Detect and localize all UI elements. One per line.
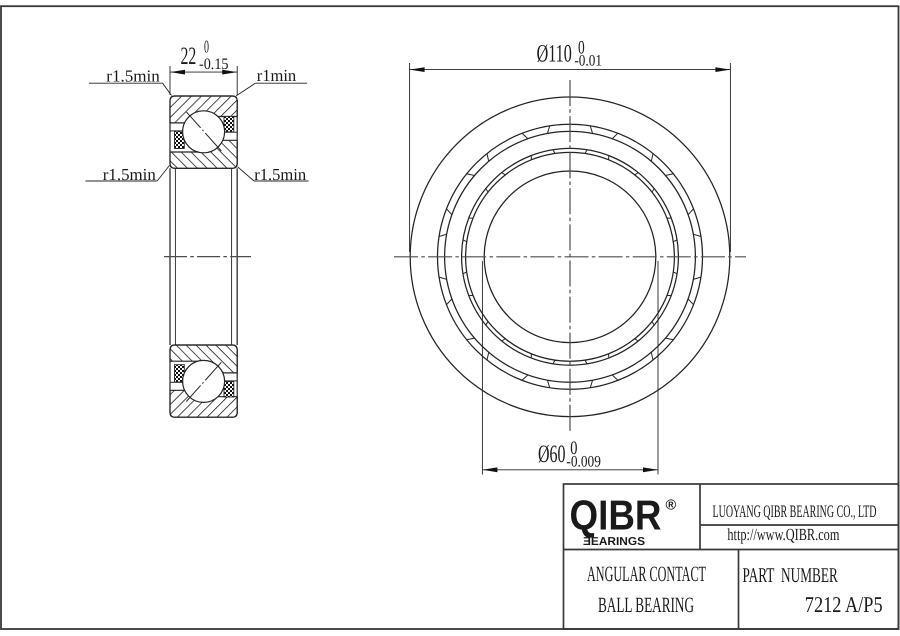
svg-text:0: 0 (578, 38, 585, 59)
svg-text:r1.5min: r1.5min (106, 66, 160, 85)
svg-text:r1.5min: r1.5min (254, 165, 307, 184)
svg-text:r1min: r1min (257, 66, 297, 85)
svg-text:0: 0 (204, 37, 209, 57)
svg-text:BALL BEARING: BALL BEARING (598, 593, 694, 617)
svg-text:LUOYANG QIBR BEARING CO., LTD: LUOYANG QIBR BEARING CO., LTD (713, 501, 877, 521)
svg-text:-0.01: -0.01 (574, 52, 602, 69)
svg-text:-0.15: -0.15 (199, 56, 229, 73)
svg-text:PART NUMBER: PART NUMBER (743, 563, 838, 587)
svg-text:ANGULAR CONTACT: ANGULAR CONTACT (587, 562, 706, 586)
svg-text:http://www.QIBR.com: http://www.QIBR.com (727, 525, 839, 544)
svg-text:22: 22 (181, 43, 197, 70)
svg-text:r1.5min: r1.5min (103, 165, 157, 184)
svg-text:Ø60: Ø60 (538, 441, 566, 468)
svg-text:0: 0 (570, 438, 577, 459)
svg-text:®: ® (666, 498, 677, 514)
svg-text:7212 A/P5: 7212 A/P5 (805, 592, 883, 617)
svg-text:Ø110: Ø110 (537, 41, 572, 68)
svg-text:QIBR: QIBR (570, 492, 662, 539)
svg-text:-0.009: -0.009 (566, 453, 601, 470)
svg-text:ƎEARINGS: ƎEARINGS (583, 536, 645, 548)
